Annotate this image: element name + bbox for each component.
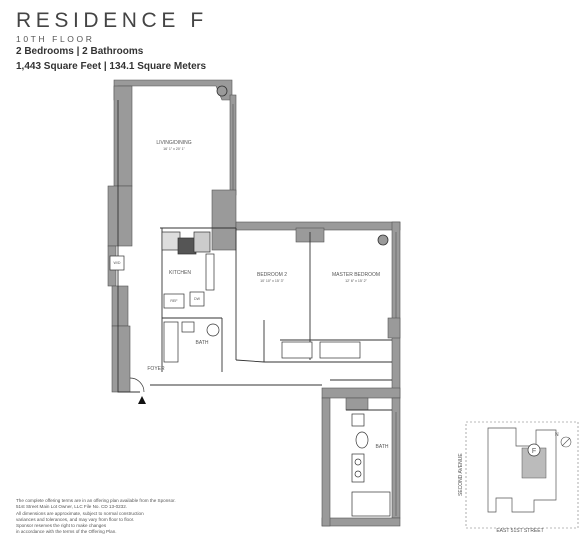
living-label: LIVING/DINING [156, 140, 191, 146]
bath2-fixtures [351, 413, 391, 517]
disclaimer-line: 51st Street Main Lot Owner, LLC File No.… [16, 504, 128, 510]
dw-label: DW [194, 297, 201, 301]
bath2-label: BATH [376, 444, 389, 450]
disclaimer-line: All dimensions are approximate, subject … [16, 510, 144, 516]
foyer-label: FOYER [147, 366, 165, 372]
column-circle [216, 85, 228, 97]
disclaimer-line: variances and tolerances, and may vary f… [16, 516, 135, 522]
closets [281, 341, 361, 359]
bed-bath-count: 2 Bedrooms | 2 Bathrooms [16, 46, 144, 57]
kitchen-fixtures [109, 231, 215, 309]
key-plan: F EAST 51ST STREET SECOND AVENUE N [458, 421, 579, 534]
disclaimer-line: Sponsor reserves the right to make chang… [16, 523, 107, 529]
master-dims: 12' 6" x 15' 2" [345, 279, 367, 283]
keyplan-unit: F [532, 448, 536, 455]
bath1-fixtures [163, 321, 220, 363]
entry-arrow-icon [138, 396, 146, 404]
bedroom2-label: BEDROOM 2 [257, 272, 287, 278]
north-arrow-icon [560, 436, 572, 448]
room-labels: LIVING/DINING 16' 1" x 20' 1" KITCHEN BE… [114, 140, 389, 450]
interior-walls [117, 100, 392, 411]
disclaimer: The complete offering terms are in an of… [16, 498, 316, 536]
square-footage: 1,443 Square Feet | 134.1 Square Meters [16, 61, 207, 72]
disclaimer-line: in accordance with the terms of the Offe… [16, 529, 117, 535]
bedroom2-dims: 10' 10" x 15' 3" [260, 279, 284, 283]
column-circle [377, 234, 389, 246]
kitchen-label: KITCHEN [169, 270, 191, 276]
windows [232, 104, 397, 516]
master-label: MASTER BEDROOM [332, 272, 380, 278]
living-dims: 16' 1" x 20' 1" [163, 147, 185, 151]
disclaimer-line: The complete offering terms are in an of… [16, 498, 176, 503]
north-label: N [555, 432, 559, 438]
keyplan-street: EAST 51ST STREET [496, 528, 543, 534]
residence-title: RESIDENCE F [16, 9, 208, 32]
floor-subtitle: 10TH FLOOR [16, 34, 95, 44]
ref-label: REF [170, 299, 178, 303]
bath1-label: BATH [196, 340, 209, 346]
wd-label: W/D [114, 261, 121, 265]
keyplan-avenue: SECOND AVENUE [458, 453, 464, 496]
door-swing [129, 377, 145, 393]
washer-dryer [109, 255, 125, 271]
